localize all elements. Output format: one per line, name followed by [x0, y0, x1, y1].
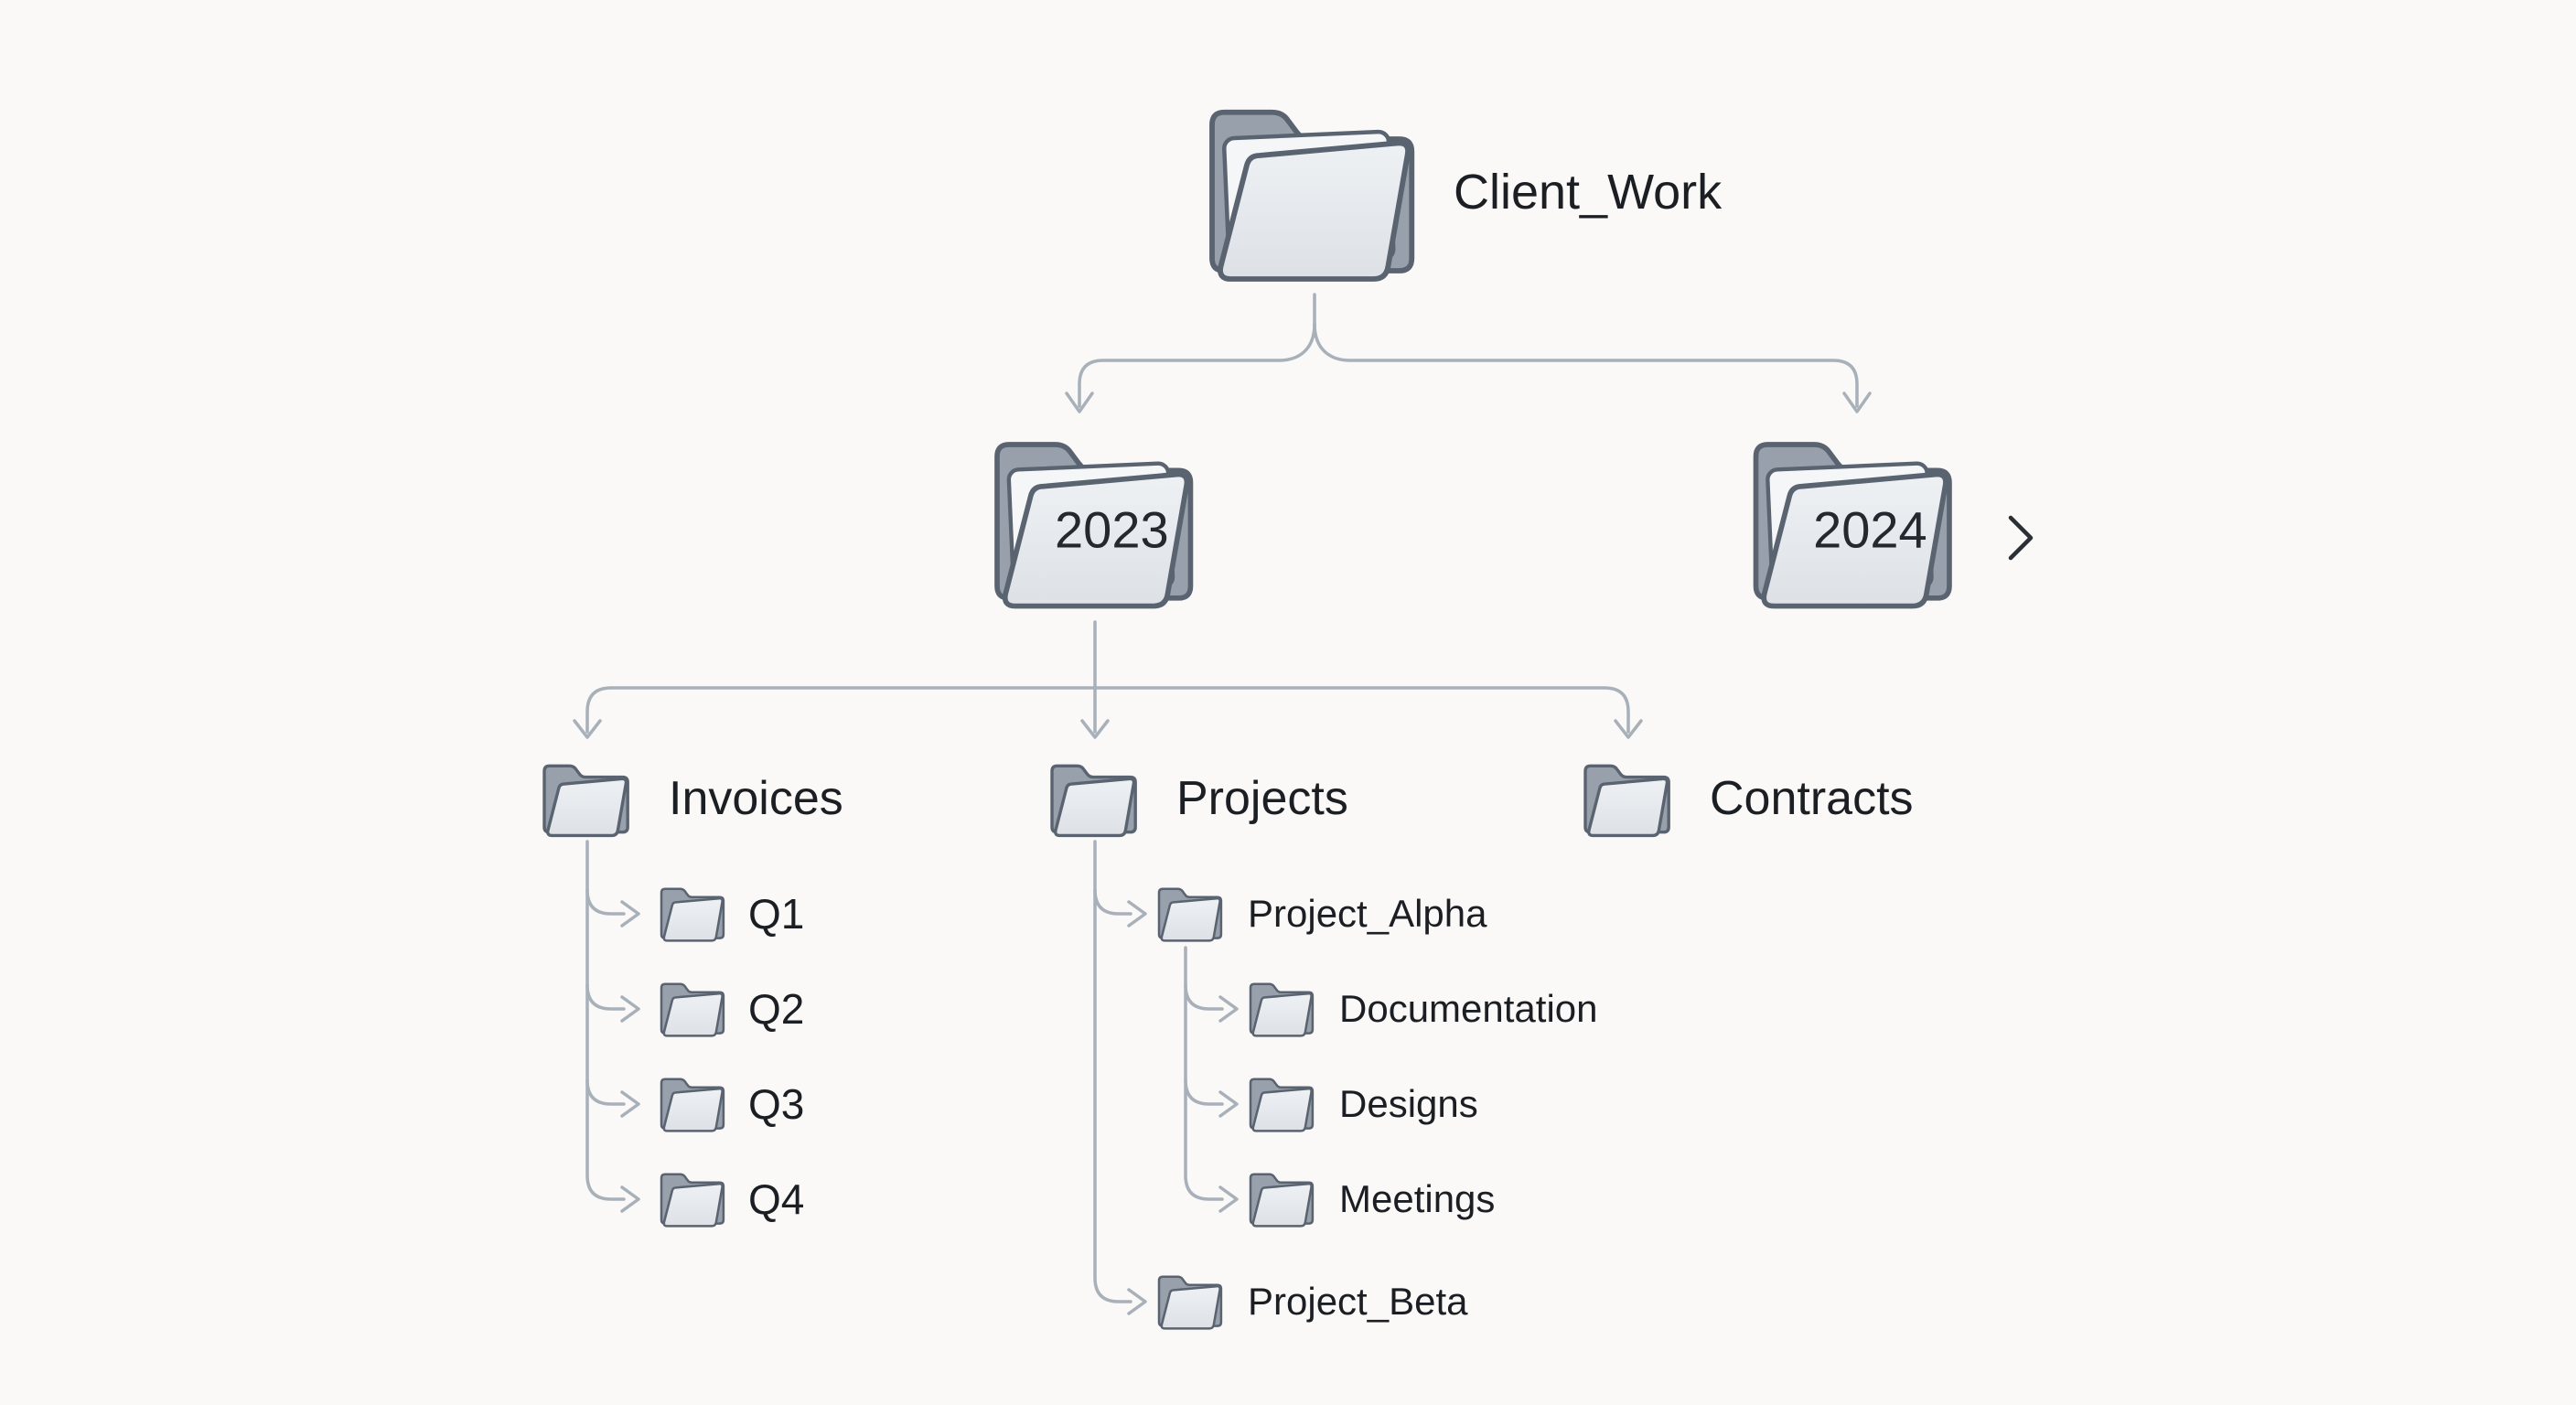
folder-node-projects[interactable]: Projects — [1041, 756, 1348, 842]
arrowhead-right-q3 — [620, 1090, 640, 1118]
folder-label-invoices: Invoices — [669, 772, 843, 826]
folder-node-q1[interactable]: Q1 — [655, 881, 804, 947]
open-folder-icon — [655, 1166, 732, 1232]
open-folder-icon — [533, 756, 641, 842]
folder-label-documentation: Documentation — [1339, 986, 1598, 1030]
folder-label-client-work: Client_Work — [1454, 164, 1723, 220]
folder-node-2023[interactable]: 2023 — [972, 423, 1221, 622]
arrowhead-right-q4 — [620, 1185, 640, 1213]
folder-label-project-beta: Project_Beta — [1248, 1279, 1468, 1323]
connector-elbow-designs — [1184, 1078, 1224, 1106]
connector-alpha-rail — [1184, 946, 1224, 1201]
arrowhead-down-projects — [1080, 719, 1110, 739]
folder-node-q3[interactable]: Q3 — [655, 1071, 804, 1137]
connector-to-invoices — [585, 686, 1097, 734]
connector-elbow-q2 — [585, 983, 626, 1011]
folder-node-designs[interactable]: Designs — [1244, 1071, 1478, 1137]
open-folder-icon — [1244, 976, 1321, 1042]
folder-node-project-alpha[interactable]: Project_Alpha — [1153, 881, 1487, 947]
folder-label-2024: 2024 — [1813, 500, 1927, 559]
folder-node-documentation[interactable]: Documentation — [1244, 976, 1598, 1042]
folder-label-q4: Q4 — [748, 1174, 805, 1223]
open-folder-icon — [1244, 1071, 1321, 1137]
open-folder-icon — [1189, 90, 1441, 295]
folder-label-2023: 2023 — [1055, 500, 1169, 559]
connector-elbow-documentation — [1184, 983, 1224, 1011]
connector-elbow-q1 — [585, 888, 626, 916]
folder-label-q3: Q3 — [748, 1079, 805, 1128]
connector-elbow-alpha — [1093, 888, 1132, 916]
arrowhead-right-q1 — [620, 900, 640, 928]
folder-label-projects: Projects — [1176, 772, 1348, 826]
open-folder-icon — [1153, 1269, 1229, 1335]
arrowhead-right-beta — [1127, 1288, 1147, 1315]
folder-node-project-beta[interactable]: Project_Beta — [1153, 1269, 1467, 1335]
folder-label-meetings: Meetings — [1339, 1176, 1496, 1220]
arrowhead-down-2024 — [1842, 391, 1872, 413]
folder-label-designs: Designs — [1339, 1081, 1478, 1125]
open-folder-icon — [1041, 756, 1149, 842]
folder-node-2024[interactable]: 2024 — [1734, 423, 1977, 622]
open-folder-icon — [655, 881, 732, 947]
chevron-right-icon[interactable] — [2005, 512, 2036, 563]
open-folder-icon — [655, 1071, 732, 1137]
folder-label-q1: Q1 — [748, 889, 805, 938]
connector-projects-rail — [1093, 840, 1132, 1303]
folder-node-q2[interactable]: Q2 — [655, 976, 804, 1042]
connector-to-contracts — [1093, 686, 1630, 734]
arrowhead-down-invoices — [573, 719, 602, 739]
open-folder-icon — [655, 976, 732, 1042]
folder-node-client-work[interactable]: Client_Work — [1189, 90, 1722, 295]
open-folder-icon — [1574, 756, 1682, 842]
arrowhead-right-documentation — [1218, 995, 1239, 1023]
connector-elbow-q3 — [585, 1078, 626, 1106]
open-folder-icon — [1244, 1166, 1321, 1232]
arrowhead-right-designs — [1218, 1090, 1239, 1118]
folder-node-meetings[interactable]: Meetings — [1244, 1166, 1495, 1232]
open-folder-icon — [1153, 881, 1229, 947]
arrowhead-down-2023 — [1065, 391, 1094, 413]
folder-label-project-alpha: Project_Alpha — [1248, 891, 1487, 935]
arrowhead-right-meetings — [1218, 1185, 1239, 1213]
connector-root-to-2024 — [1313, 322, 1859, 408]
connector-root-to-2023 — [1078, 322, 1316, 408]
folder-node-contracts[interactable]: Contracts — [1574, 756, 1914, 842]
folder-label-q2: Q2 — [748, 984, 805, 1033]
arrowhead-right-q2 — [620, 995, 640, 1023]
folder-node-q4[interactable]: Q4 — [655, 1166, 804, 1232]
folder-node-invoices[interactable]: Invoices — [533, 756, 843, 842]
folder-label-contracts: Contracts — [1710, 772, 1914, 826]
arrowhead-right-alpha — [1127, 900, 1147, 928]
connector-invoices-rail — [585, 840, 626, 1201]
arrowhead-down-contracts — [1614, 719, 1643, 739]
